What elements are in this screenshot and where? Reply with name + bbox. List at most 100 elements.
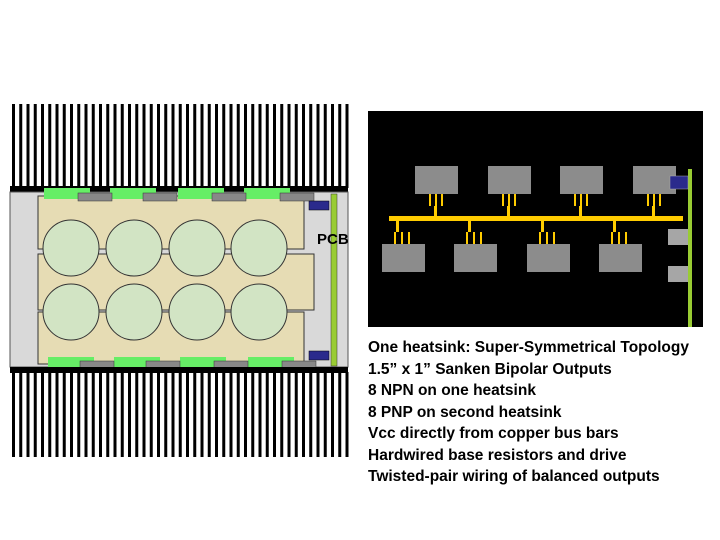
heatsink-fin xyxy=(149,372,153,457)
device-lead xyxy=(394,232,396,244)
heatsink-fin xyxy=(99,104,102,188)
note-item: One heatsink: Super-Symmetrical Topology xyxy=(368,339,689,356)
panel-pcb-strip xyxy=(688,169,692,327)
heatsink-fin xyxy=(149,104,153,188)
device-lead xyxy=(480,232,482,244)
heatsink-fin xyxy=(91,104,95,188)
bus-bar xyxy=(178,188,224,199)
heatsink-fin xyxy=(200,104,204,188)
heatsink-fin xyxy=(229,104,233,188)
bus-bar xyxy=(110,188,156,199)
heatsink-fin xyxy=(19,372,23,457)
heatsink-fin xyxy=(128,104,131,188)
device-lead xyxy=(468,221,471,232)
device-lead xyxy=(586,194,588,206)
heatsink-fin xyxy=(142,104,146,188)
heatsink-fin xyxy=(113,104,117,188)
output-device xyxy=(488,166,531,194)
heatsink-fin xyxy=(200,372,204,457)
heatsink-fin xyxy=(244,104,247,188)
top-heatsink-fins xyxy=(12,104,349,188)
device-lead xyxy=(408,232,410,244)
device-lead xyxy=(429,194,431,206)
transistor-disc xyxy=(105,283,163,341)
heatsink-fin xyxy=(323,104,327,188)
device-lead xyxy=(514,194,516,206)
heatsink-fin xyxy=(135,104,139,188)
output-device xyxy=(633,166,676,194)
heatsink-fin xyxy=(12,372,15,457)
heatsink-fin xyxy=(157,104,160,188)
heatsink-fin xyxy=(171,104,175,188)
heatsink-fin xyxy=(84,104,88,188)
heatsink-fin xyxy=(120,104,124,188)
heatsink-fin xyxy=(186,372,189,457)
heatsink-fin xyxy=(294,372,298,457)
heatsink-fin xyxy=(207,372,211,457)
heatsink-fin xyxy=(41,372,44,457)
output-device xyxy=(560,166,603,194)
pcb-layout-drawing xyxy=(382,166,692,327)
heatsink-fin xyxy=(215,372,218,457)
feature-notes-list: One heatsink: Super-Symmetrical Topology… xyxy=(368,337,689,488)
device-lead xyxy=(618,232,620,244)
heatsink-fin xyxy=(316,104,320,188)
heatsink-fin xyxy=(323,372,327,457)
device-lead xyxy=(611,232,613,244)
heatsink-fin xyxy=(258,104,262,188)
heatsink-fin xyxy=(120,372,124,457)
bus-bar xyxy=(180,357,226,368)
device-lead xyxy=(466,232,468,244)
output-terminal xyxy=(668,266,688,282)
heatsink-fin xyxy=(128,372,131,457)
bottom-connector xyxy=(308,350,330,361)
heatsink-fin xyxy=(287,104,291,188)
note-item: Twisted-pair wiring of balanced outputs xyxy=(368,468,660,485)
panel-connector xyxy=(669,175,689,190)
top-connector xyxy=(308,200,330,211)
heatsink-fin xyxy=(258,372,262,457)
heatsink-fin xyxy=(222,372,226,457)
heatsink-fin xyxy=(62,104,66,188)
bus-bar xyxy=(248,357,294,368)
device-lead xyxy=(541,221,544,232)
heatsink-fin xyxy=(309,372,313,457)
top-output-devices xyxy=(415,166,676,216)
device-lead xyxy=(652,206,655,216)
heatsink-fin xyxy=(106,372,110,457)
bottom-heatsink-base xyxy=(10,367,348,373)
heatsink-fin xyxy=(331,372,334,457)
heatsink-fin xyxy=(135,372,139,457)
heatsink-fin xyxy=(244,372,247,457)
bus-bar xyxy=(114,357,160,368)
heatsink-fin xyxy=(84,372,88,457)
heatsink-fin xyxy=(236,104,240,188)
transistor-disc xyxy=(230,283,288,341)
output-device xyxy=(527,244,570,272)
device-lead xyxy=(613,221,616,232)
heatsink-fin xyxy=(142,372,146,457)
heatsink-fin xyxy=(265,372,269,457)
heatsink-fin xyxy=(273,104,276,188)
heatsink-fin xyxy=(294,104,298,188)
output-device xyxy=(415,166,458,194)
transistor-disc xyxy=(168,283,226,341)
pcb-label: PCB xyxy=(317,231,349,248)
heatsink-fin xyxy=(33,372,37,457)
heatsink-fin xyxy=(338,372,342,457)
heatsink-fin xyxy=(26,104,30,188)
device-lead xyxy=(508,194,510,206)
heatsink-fin xyxy=(70,372,73,457)
transistor-discs xyxy=(42,219,288,341)
heatsink-fin xyxy=(178,372,182,457)
device-lead xyxy=(435,194,437,206)
heatsink-fin xyxy=(265,104,269,188)
contact-pad xyxy=(211,192,247,202)
transistor-disc xyxy=(42,283,100,341)
device-lead xyxy=(507,206,510,216)
heatsink-fin xyxy=(287,372,291,457)
heatsink-fin xyxy=(222,104,226,188)
transistor-disc xyxy=(42,219,100,277)
yellow-bus-bar xyxy=(389,216,683,221)
pcb-strip xyxy=(330,193,338,367)
